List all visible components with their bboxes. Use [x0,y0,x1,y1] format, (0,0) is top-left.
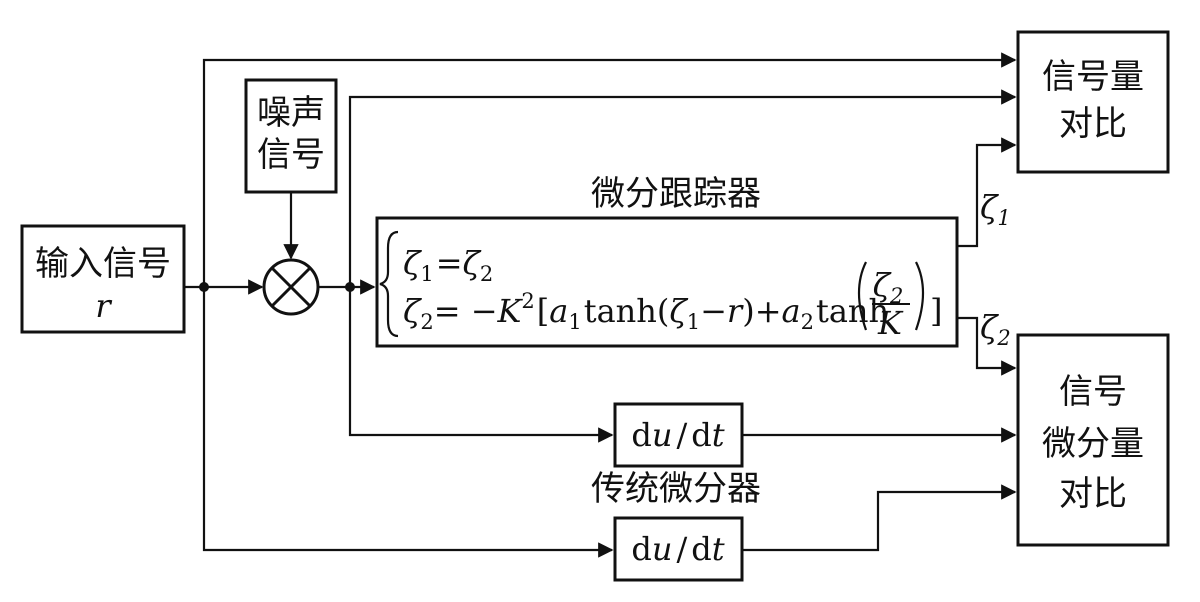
noise-label-line1: 噪声 [257,93,325,133]
derivative-compare-line3: 对比 [1059,474,1127,514]
tracker-title: 微分跟踪器 [591,174,761,214]
brace-symbol [379,230,399,338]
signal-compare-block: 信号量 对比 [1016,30,1170,174]
fraction-left-paren [857,261,868,331]
differentiator-1-label: du/dt [631,416,724,454]
summing-junction [262,258,320,316]
input-branch-dot [199,282,209,292]
signal-compare-line1: 信号量 [1042,57,1144,97]
zeta2-output-label: ζ2 [980,308,1011,350]
noise-signal-block: 噪声 信号 [244,78,338,194]
fraction-denominator: K [877,304,904,342]
differentiator-block-1: du/dt [613,402,744,468]
differential-tracker-block: 微分跟踪器 ζ1=ζ2 ζ2= −K2[a1tanh(ζ1−r)+a2tanh … [375,174,959,348]
connection-wires [184,52,1017,558]
tracker-equation-1: ζ1=ζ2 [403,244,493,286]
fraction-right-paren [914,261,925,331]
closing-bracket: ] [930,292,942,330]
fraction-numerator: ζ2 [873,266,904,308]
differentiator-2-label: du/dt [631,530,724,568]
differentiator-block-2: du/dt [613,516,744,582]
noisy-branch-dot [345,282,355,292]
zeta1-output-label: ζ1 [980,188,1011,230]
derivative-compare-line1: 信号 [1059,372,1127,412]
derivative-compare-block: 信号 微分量 对比 [1016,333,1170,547]
tracker-equation-2: ζ2= −K2[a1tanh(ζ1−r)+a2tanh [403,289,889,334]
traditional-differentiator-label: 传统微分器 [591,469,761,509]
signal-compare-line2: 对比 [1059,104,1127,144]
input-signal-symbol: r [95,287,112,325]
input-signal-label: 输入信号 [35,244,171,284]
derivative-compare-line2: 微分量 [1042,424,1144,464]
noise-label-line2: 信号 [257,135,325,175]
input-signal-block: 输入信号 r [20,224,186,334]
